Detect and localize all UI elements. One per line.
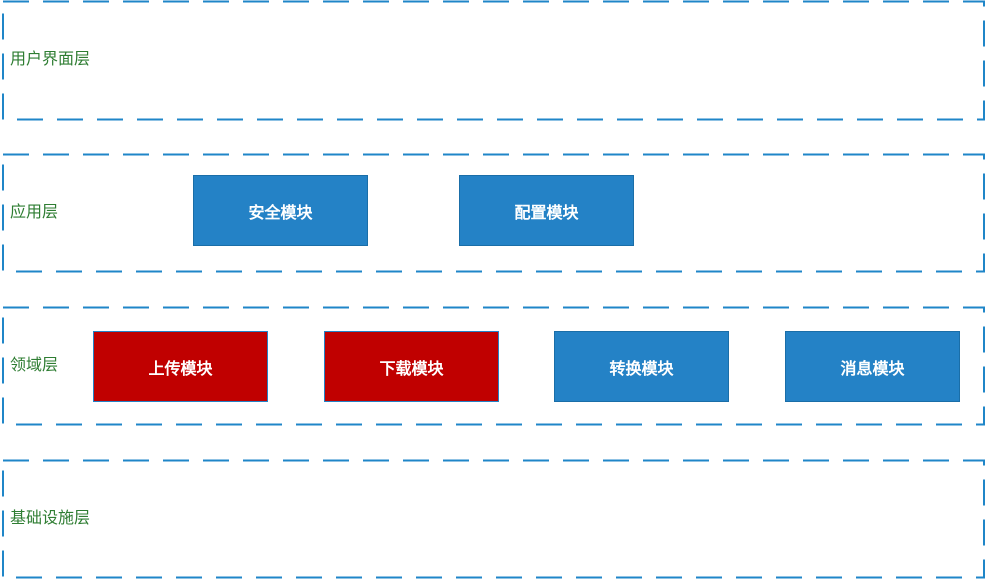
ui-layer-frame bbox=[2, 0, 985, 121]
domain-layer-label: 领域层 bbox=[10, 355, 59, 374]
convert-module[interactable]: 转换模块 bbox=[554, 331, 729, 402]
download-module[interactable]: 下载模块 bbox=[324, 331, 499, 402]
application-layer-label: 应用层 bbox=[10, 202, 59, 221]
ui-layer-label: 用户界面层 bbox=[10, 49, 91, 68]
upload-module[interactable]: 上传模块 bbox=[93, 331, 268, 402]
security-module[interactable]: 安全模块 bbox=[193, 175, 368, 246]
infrastructure-layer-label: 基础设施层 bbox=[10, 508, 91, 527]
infrastructure-layer-frame bbox=[2, 459, 985, 579]
config-module[interactable]: 配置模块 bbox=[459, 175, 634, 246]
message-module[interactable]: 消息模块 bbox=[785, 331, 960, 402]
